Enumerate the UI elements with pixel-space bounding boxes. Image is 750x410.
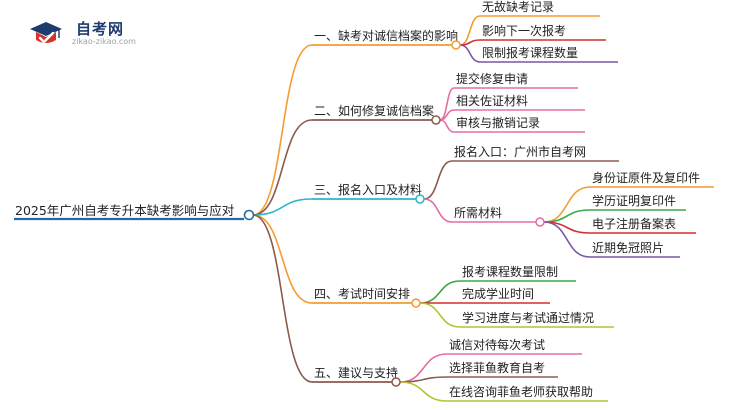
child-link-4-3 (419, 302, 461, 328)
topic-3-1[interactable]: 报名入口：广州市自考网 (452, 144, 619, 162)
child-link-4-1 (419, 280, 461, 304)
topic-2-2[interactable]: 相关佐证材料 (454, 94, 585, 111)
child-link-5-2 (399, 376, 448, 383)
child-link-5-3 (399, 381, 448, 402)
child-link-2-3 (439, 119, 455, 133)
material-1[interactable]: 身份证原件及复印件 (590, 170, 714, 188)
site-name: 自考网 (76, 20, 125, 38)
material-1-label: 身份证原件及复印件 (592, 170, 700, 185)
topic-5-1[interactable]: 诚信对待每次考试 (447, 337, 582, 355)
material-4-label: 近期免冠照片 (592, 240, 664, 255)
branch-link-5 (252, 214, 313, 383)
material-2-label: 学历证明复印件 (592, 193, 676, 208)
material-4[interactable]: 近期免冠照片 (590, 240, 680, 258)
topic-4-2[interactable]: 完成学业时间 (460, 286, 550, 304)
topic-4-3-label: 学习进度与考试通过情况 (462, 310, 594, 325)
branch-connector-2 (431, 115, 441, 125)
root-node[interactable]: 2025年广州自考专升本缺考影响与应对 (14, 203, 244, 221)
topic-1-1-label: 无故缺考记录 (482, 0, 554, 14)
branch-link-4 (252, 214, 313, 304)
topic-3-2[interactable]: 所需材料 (452, 206, 536, 223)
branch-2-label: 二、如何修复诚信档案 (314, 103, 434, 118)
branch-5-label: 五、建议与支持 (314, 365, 398, 380)
topic-4-2-label: 完成学业时间 (462, 286, 534, 301)
branch-2[interactable]: 二、如何修复诚信档案 (312, 103, 434, 121)
topic-2-3[interactable]: 审核与撤销记录 (454, 115, 585, 133)
branch-1-label: 一、缺考对诚信档案的影响 (314, 28, 458, 43)
topic-1-1[interactable]: 无故缺考记录 (480, 0, 600, 17)
topic-1-2[interactable]: 影响下一次报考 (480, 23, 606, 41)
branch-4-label: 四、考试时间安排 (314, 286, 410, 301)
topic-1-3[interactable]: 限制报考课程数量 (480, 45, 618, 63)
topic-3-1-label: 报名入口：广州市自考网 (454, 144, 586, 159)
branch-connector-3 (415, 194, 425, 204)
material-3[interactable]: 电子注册备案表 (590, 216, 696, 234)
branch-3[interactable]: 三、报名入口及材料 (312, 182, 422, 200)
topic-3-2-label: 所需材料 (454, 206, 502, 220)
topic-5-3[interactable]: 在线咨询菲鱼老师获取帮助 (447, 384, 608, 402)
topic-1-3-label: 限制报考课程数量 (482, 45, 578, 60)
material-3-label: 电子注册备案表 (592, 216, 676, 231)
topic-4-1[interactable]: 报考课程数量限制 (460, 264, 576, 282)
topic-5-3-label: 在线咨询菲鱼老师获取帮助 (449, 384, 593, 399)
topic-2-1[interactable]: 提交修复申请 (454, 71, 578, 89)
child-link-3-2 (423, 198, 453, 223)
branch-link-1 (252, 44, 313, 216)
sub-link-4 (543, 221, 591, 258)
root-connector (243, 209, 255, 221)
root-label: 2025年广州自考专升本缺考影响与应对 (15, 203, 234, 218)
branch-link-2 (252, 119, 313, 216)
branch-5[interactable]: 五、建议与支持 (312, 365, 398, 383)
branch-connector-1 (451, 40, 461, 50)
branch-connector-5 (391, 377, 401, 387)
graduation-cap-check-icon (30, 22, 62, 44)
branch-3-label: 三、报名入口及材料 (314, 182, 422, 197)
topic-2-2-label: 相关佐证材料 (456, 94, 528, 108)
child-link-1-2 (459, 39, 481, 46)
topic-5-2-label: 选择菲鱼教育自考 (449, 360, 545, 375)
topic-5-2[interactable]: 选择菲鱼教育自考 (447, 360, 558, 378)
site-url: zikao-zikao.com (72, 37, 136, 46)
topic-2-1-label: 提交修复申请 (456, 71, 528, 86)
topic-connector-3-2 (535, 217, 545, 227)
material-2[interactable]: 学历证明复印件 (590, 193, 686, 211)
topic-5-1-label: 诚信对待每次考试 (449, 337, 545, 352)
branch-4[interactable]: 四、考试时间安排 (312, 286, 412, 304)
branch-1[interactable]: 一、缺考对诚信档案的影响 (312, 28, 458, 46)
topic-2-3-label: 审核与撤销记录 (456, 115, 540, 130)
branch-connector-4 (411, 298, 421, 308)
topic-4-1-label: 报考课程数量限制 (462, 264, 558, 279)
branch-link-3 (252, 198, 313, 216)
topic-4-3[interactable]: 学习进度与考试通过情况 (460, 310, 614, 328)
site-logo[interactable]: 自考网 zikao-zikao.com (8, 16, 138, 52)
topic-1-2-label: 影响下一次报考 (482, 23, 566, 38)
child-link-1-3 (459, 44, 481, 63)
child-link-3-1 (423, 160, 453, 200)
